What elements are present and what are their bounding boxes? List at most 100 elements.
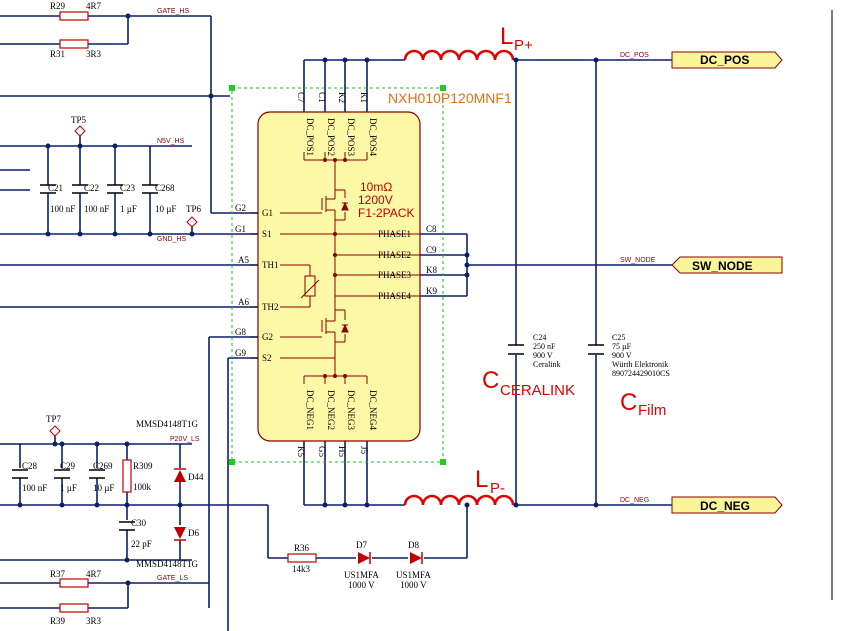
testpoint-tp6-icon[interactable]: TP6 — [186, 204, 202, 228]
c28-ref: C28 — [22, 461, 38, 471]
svg-text:250 nF: 250 nF — [533, 342, 556, 351]
svg-text:R29: R29 — [50, 1, 66, 11]
left-wiring — [0, 15, 468, 631]
pin-name-th1: TH1 — [262, 260, 279, 270]
svg-text:4R7: 4R7 — [86, 569, 102, 579]
pin-name-phase1: PHASE1 — [378, 229, 411, 239]
capacitor-c25: C25 75 µF 900 V Würth Elektronik 8907244… — [588, 333, 670, 419]
pin-num-k8: K8 — [426, 265, 437, 275]
port-dc-pos[interactable]: DC_POS — [671, 51, 783, 69]
svg-text:1000 V: 1000 V — [400, 580, 427, 590]
svg-text:SW_NODE: SW_NODE — [692, 259, 753, 273]
svg-text:R37: R37 — [50, 569, 66, 579]
pin-name-dc-neg4: DC_NEG4 — [368, 390, 378, 430]
c-ceralink-sub: CERALINK — [500, 382, 575, 399]
pin-name-dc-neg2: DC_NEG2 — [326, 390, 336, 430]
pin-name-dc-pos2: DC_POS2 — [326, 118, 336, 156]
svg-text:US1MFA: US1MFA — [344, 570, 379, 580]
c28-val: 100 nF — [22, 483, 47, 493]
c29-val: 1 µF — [60, 483, 77, 493]
pin-num-g5: G5 — [317, 446, 327, 457]
svg-text:R36: R36 — [294, 543, 310, 553]
svg-text:C24: C24 — [533, 333, 546, 342]
lp-plus-label: L — [500, 23, 513, 50]
c23-val: 1 µF — [120, 204, 137, 214]
pin-name-dc-pos4: DC_POS4 — [368, 118, 378, 157]
pin-num-c1: C1 — [317, 92, 327, 103]
pin-name-g2: G2 — [262, 332, 273, 342]
pin-num-g8: G8 — [235, 327, 246, 337]
pin-name-s2: S2 — [262, 353, 272, 363]
net-gate-ls: GATE_LS — [157, 575, 188, 582]
svg-text:C25: C25 — [612, 333, 625, 342]
svg-text:R39: R39 — [50, 616, 66, 626]
svg-text:Würth Elektronik: Würth Elektronik — [612, 360, 668, 369]
svg-text:100k: 100k — [133, 482, 152, 492]
c21-ref: C21 — [48, 183, 63, 193]
net-sw-node: SW_NODE — [620, 257, 656, 264]
net-dc-neg: DC_NEG — [620, 497, 649, 504]
inductor-lp-minus: L P- — [403, 466, 515, 506]
port-sw-node[interactable]: SW_NODE — [671, 256, 783, 274]
c268-val: 10 µF — [155, 204, 176, 214]
module-body — [257, 111, 421, 442]
svg-text:R309: R309 — [133, 461, 153, 471]
diode-d8-icon: D8 US1MFA 1000 V — [396, 540, 431, 590]
pin-name-s1: S1 — [262, 229, 272, 239]
resistor-r39: R39 3R3 — [50, 603, 102, 626]
svg-text:TP5: TP5 — [71, 115, 87, 125]
pin-name-g1: G1 — [262, 208, 273, 218]
pin-name-phase3: PHASE3 — [378, 270, 412, 280]
pin-num-a6: A6 — [238, 297, 249, 307]
pin-num-k2: K2 — [337, 92, 347, 103]
c23-ref: C23 — [120, 183, 136, 193]
lp-plus-sub: P+ — [514, 37, 533, 54]
net-gate-hs: GATE_HS — [157, 8, 189, 15]
c30-ref: C30 — [131, 518, 147, 528]
svg-text:3R3: 3R3 — [86, 616, 102, 626]
svg-text:D7: D7 — [356, 540, 367, 550]
svg-text:3R3: 3R3 — [86, 49, 102, 59]
resistor-r36: R36 14k3 — [287, 543, 317, 574]
pin-num-k5: K5 — [296, 446, 306, 457]
c29-ref: C29 — [60, 461, 76, 471]
thermistor-icon — [280, 264, 320, 308]
svg-text:900 V: 900 V — [533, 351, 553, 360]
resistor-r29: R29 4R7 — [50, 1, 102, 21]
c269-ref: C269 — [93, 461, 113, 471]
c269-val: 10 µF — [93, 483, 114, 493]
c21-val: 100 nF — [50, 204, 75, 214]
pin-name-dc-neg3: DC_NEG3 — [346, 390, 356, 430]
pin-num-c7: C7 — [296, 92, 306, 103]
pin-name-phase2: PHASE2 — [378, 250, 411, 260]
svg-text:75 µF: 75 µF — [612, 342, 632, 351]
port-dc-neg[interactable]: DC_NEG — [671, 496, 783, 514]
c22-val: 100 nF — [84, 204, 109, 214]
testpoint-tp7-icon[interactable]: TP7 — [46, 414, 62, 437]
pin-num-c8: C8 — [426, 224, 437, 234]
pin-num-k1: K1 — [359, 92, 369, 103]
pin-num-g1: G1 — [235, 224, 246, 234]
lp-minus-sub: P- — [490, 480, 505, 497]
svg-text:MMSD4148T1G: MMSD4148T1G — [136, 559, 199, 569]
inductor-lp-plus: L P+ — [403, 23, 533, 61]
c22-ref: C22 — [84, 183, 99, 193]
capacitor-c24: C24 250 nF 900 V Ceralink C CERALINK — [482, 333, 575, 399]
resistor-r31: R31 3R3 — [50, 39, 102, 59]
svg-text:4R7: 4R7 — [86, 1, 102, 11]
svg-text:MMSD4148T1G: MMSD4148T1G — [136, 419, 199, 429]
spec-resistance: 10mΩ — [360, 180, 392, 194]
svg-text:DC_POS: DC_POS — [700, 53, 749, 67]
diode-d7-icon: D7 US1MFA 1000 V — [344, 540, 379, 590]
power-wiring — [303, 10, 833, 600]
spec-package: F1-2PACK — [358, 206, 414, 220]
pin-num-g9: G9 — [235, 348, 246, 358]
net-n5v-hs: N5V_HS — [157, 138, 185, 145]
pin-name-dc-pos3: DC_POS3 — [346, 118, 356, 157]
power-module: NXH010P120MNF1 10mΩ 1200V F1-2PACK — [229, 85, 512, 465]
mosfet-ls-icon — [280, 234, 420, 376]
testpoint-tp5-icon[interactable]: TP5 — [71, 115, 87, 137]
resistor-r37: R37 4R7 — [50, 569, 102, 588]
pin-name-dc-neg1: DC_NEG1 — [305, 390, 315, 430]
svg-text:14k3: 14k3 — [292, 564, 311, 574]
